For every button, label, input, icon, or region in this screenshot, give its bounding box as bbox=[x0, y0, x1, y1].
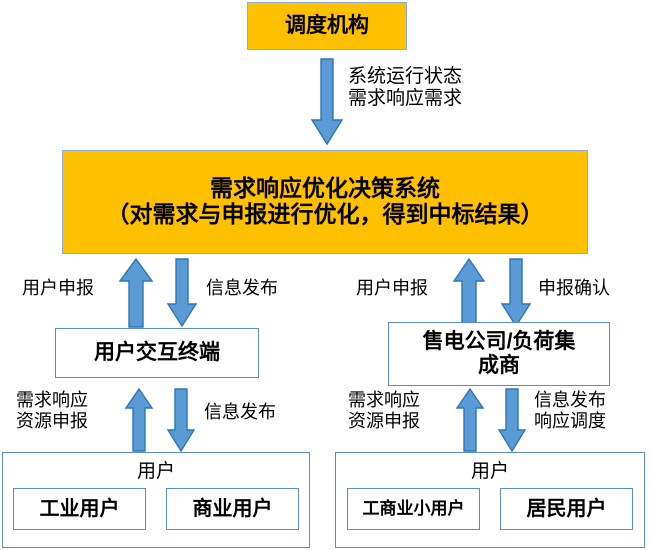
decision-system-line1: 需求响应优化决策系统 bbox=[210, 175, 440, 202]
user-interaction-terminal-label: 用户交互终端 bbox=[94, 341, 220, 365]
arrow-right-info-dispatch-down bbox=[497, 388, 527, 452]
left-lower-down-label: 信息发布 bbox=[204, 402, 276, 422]
arrow-left-resource-declaration-up bbox=[124, 388, 154, 452]
arrow-right-user-declaration-up bbox=[452, 258, 486, 328]
commercial-users-label: 商业用户 bbox=[192, 497, 273, 520]
dispatch-organization-label: 调度机构 bbox=[285, 14, 369, 38]
arrow-right-declaration-confirm-down bbox=[500, 258, 532, 328]
small-commercial-industrial-users-label: 工商业小用户 bbox=[362, 499, 465, 519]
residential-users-box[interactable]: 居民用户 bbox=[500, 488, 633, 530]
left-down-label: 信息发布 bbox=[206, 278, 278, 298]
demand-response-decision-system-box[interactable]: 需求响应优化决策系统 （对需求与申报进行优化，得到中标结果） bbox=[62, 150, 588, 254]
left-lower-up-label: 需求响应 资源申报 bbox=[16, 390, 88, 431]
retailer-line2: 成商 bbox=[478, 354, 520, 377]
left-users-group-title: 用户 bbox=[136, 461, 175, 482]
industrial-users-label: 工业用户 bbox=[39, 497, 120, 520]
left-up-label: 用户申报 bbox=[22, 278, 94, 298]
arrow-left-info-release-down-2 bbox=[166, 388, 196, 452]
right-lower-up-label: 需求响应 资源申报 bbox=[348, 390, 420, 431]
right-down-label: 申报确认 bbox=[538, 278, 610, 298]
electricity-retailer-aggregator-box[interactable]: 售电公司/负荷集 成商 bbox=[388, 322, 610, 386]
user-interaction-terminal-box[interactable]: 用户交互终端 bbox=[55, 328, 259, 378]
decision-system-line2: （对需求与申报进行优化，得到中标结果） bbox=[106, 201, 544, 227]
small-commercial-industrial-users-box[interactable]: 工商业小用户 bbox=[347, 488, 480, 530]
industrial-users-box[interactable]: 工业用户 bbox=[13, 488, 146, 530]
arrow-left-user-declaration-up bbox=[118, 258, 154, 328]
right-up-label: 用户申报 bbox=[356, 278, 428, 298]
top-arrow-label: 系统运行状态 需求响应需求 bbox=[348, 66, 463, 109]
arrow-dispatch-to-system bbox=[310, 58, 344, 146]
right-lower-down-label: 信息发布 响应调度 bbox=[534, 390, 606, 431]
arrow-right-resource-declaration-up bbox=[455, 388, 485, 452]
retailer-line1: 售电公司/负荷集 bbox=[422, 330, 576, 354]
dispatch-organization-box[interactable]: 调度机构 bbox=[247, 2, 407, 50]
right-users-group-title: 用户 bbox=[470, 461, 509, 482]
arrow-left-info-release-down bbox=[166, 258, 198, 328]
residential-users-label: 居民用户 bbox=[526, 497, 607, 520]
commercial-users-box[interactable]: 商业用户 bbox=[166, 488, 299, 530]
